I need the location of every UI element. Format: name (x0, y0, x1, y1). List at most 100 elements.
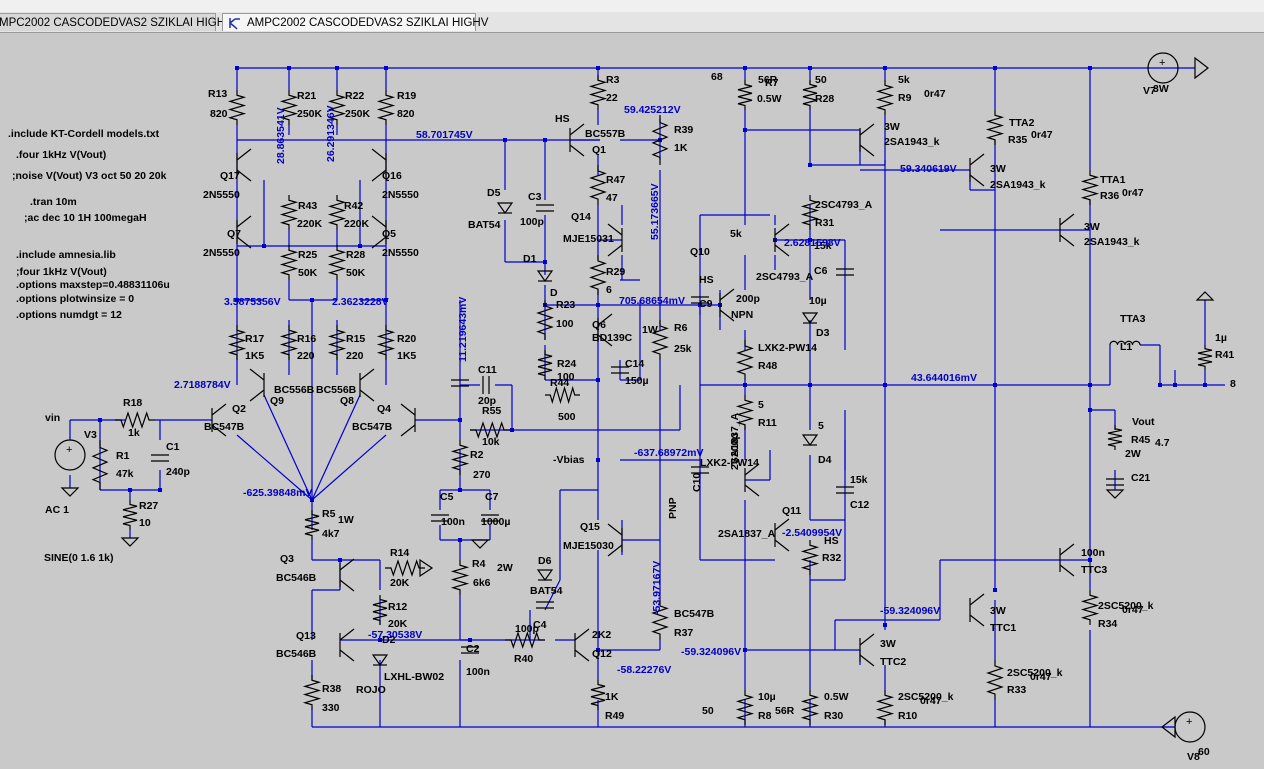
capacitor-symbol[interactable] (536, 601, 554, 609)
resistor-symbol[interactable] (1080, 590, 1100, 625)
resistor-symbol[interactable] (376, 325, 396, 360)
resistor-symbol[interactable] (875, 690, 895, 725)
resistor-symbol[interactable] (122, 500, 138, 530)
resistor-symbol[interactable] (737, 80, 753, 110)
resistor-symbol[interactable] (450, 560, 470, 595)
pnp-transistor-symbol[interactable] (859, 123, 875, 157)
resistor-symbol[interactable] (279, 245, 299, 280)
resistor-symbol[interactable] (589, 165, 607, 205)
resistor-symbol[interactable] (1197, 345, 1213, 370)
resistor-symbol[interactable] (588, 75, 608, 110)
voltage-source-symbol[interactable]: + (54, 439, 86, 471)
voltage-source-symbol[interactable]: + (1147, 52, 1179, 84)
capacitor-symbol[interactable] (536, 204, 554, 212)
npn-transistor-symbol[interactable] (607, 223, 623, 257)
tab-schematic-2[interactable]: AMPC2002 CASCODEDVAS2 SZIKLAI HIGHV (222, 13, 488, 31)
npn-transistor-symbol[interactable] (719, 288, 735, 322)
resistor-symbol[interactable] (304, 510, 320, 540)
resistor-symbol[interactable] (875, 80, 895, 115)
resistor-symbol[interactable] (279, 195, 299, 230)
tab-schematic-1[interactable]: MPC2002 CASCODEDVAS2 SZIKLAI HIGHV (0, 13, 233, 31)
pnp-transistor-symbol[interactable] (249, 368, 265, 402)
npn-transistor-symbol[interactable] (774, 223, 790, 257)
resistor-symbol[interactable] (327, 325, 347, 360)
inductor-symbol[interactable] (1109, 340, 1141, 346)
capacitor-symbol[interactable] (151, 454, 169, 462)
resistor-symbol[interactable] (985, 110, 1005, 145)
pnp-transistor-symbol[interactable] (359, 368, 375, 402)
resistor-symbol[interactable] (302, 675, 322, 710)
resistor-symbol[interactable] (279, 325, 299, 360)
npn-transistor-symbol[interactable] (607, 523, 623, 557)
resistor-symbol[interactable] (327, 195, 347, 230)
npn-transistor-symbol[interactable] (236, 148, 252, 182)
diode-symbol[interactable] (536, 270, 554, 283)
capacitor-symbol[interactable] (836, 268, 854, 276)
schematic[interactable]: +++ .include KT-Cordell models.txt.four … (0, 33, 1264, 764)
diode-symbol[interactable] (801, 312, 819, 325)
diode-symbol[interactable] (536, 569, 554, 582)
capacitor-symbol[interactable] (481, 514, 499, 522)
resistor-symbol[interactable] (115, 411, 155, 429)
npn-transistor-symbol[interactable] (400, 403, 416, 437)
resistor-symbol[interactable] (589, 255, 607, 295)
resistor-symbol[interactable] (227, 90, 247, 125)
resistor-symbol[interactable] (376, 90, 396, 125)
resistor-symbol[interactable] (327, 90, 347, 125)
resistor-symbol[interactable] (800, 195, 820, 230)
diode-symbol[interactable] (371, 654, 389, 667)
npn-transistor-symbol[interactable] (339, 558, 355, 592)
capacitor-symbol[interactable] (611, 366, 629, 374)
resistor-symbol[interactable] (651, 600, 669, 640)
npn-transistor-symbol[interactable] (574, 628, 590, 662)
resistor-symbol[interactable] (736, 340, 754, 380)
resistor-symbol[interactable] (800, 690, 820, 725)
resistor-symbol[interactable] (537, 350, 553, 380)
capacitor-symbol[interactable] (451, 379, 469, 387)
resistor-symbol[interactable] (470, 421, 510, 439)
resistor-symbol[interactable] (590, 680, 606, 710)
resistor-symbol[interactable] (279, 90, 299, 125)
npn-transistor-symbol[interactable] (371, 148, 387, 182)
npn-transistor-symbol[interactable] (597, 313, 613, 347)
resistor-symbol[interactable] (735, 395, 755, 430)
resistor-symbol[interactable] (545, 385, 580, 405)
pnp-transistor-symbol[interactable] (569, 123, 585, 157)
resistor-symbol[interactable] (651, 320, 669, 360)
npn-transistor-symbol[interactable] (371, 215, 387, 249)
pnp-transistor-symbol[interactable] (1059, 213, 1075, 247)
npn-transistor-symbol[interactable] (339, 628, 355, 662)
pnp-transistor-symbol[interactable] (744, 463, 760, 497)
voltage-source-symbol[interactable]: + (1174, 711, 1206, 743)
resistor-symbol[interactable] (372, 595, 388, 625)
capacitor-symbol[interactable] (482, 376, 490, 394)
resistor-symbol[interactable] (91, 440, 109, 490)
npn-transistor-symbol[interactable] (859, 633, 875, 667)
capacitor-symbol[interactable] (1106, 478, 1124, 486)
npn-transistor-symbol[interactable] (211, 403, 227, 437)
resistor-symbol[interactable] (802, 80, 818, 110)
resistor-symbol[interactable] (505, 631, 545, 649)
npn-transistor-symbol[interactable] (774, 518, 790, 552)
pnp-transistor-symbol[interactable] (969, 153, 985, 187)
capacitor-symbol[interactable] (691, 296, 709, 304)
npn-transistor-symbol[interactable] (969, 593, 985, 627)
resistor-symbol[interactable] (536, 300, 554, 340)
capacitor-symbol[interactable] (691, 466, 709, 474)
resistor-symbol[interactable] (327, 245, 347, 280)
diode-symbol[interactable] (801, 434, 819, 447)
npn-transistor-symbol[interactable] (236, 215, 252, 249)
resistor-symbol[interactable] (735, 690, 755, 725)
capacitor-symbol[interactable] (461, 646, 479, 654)
resistor-symbol[interactable] (1107, 425, 1123, 450)
resistor-symbol[interactable] (1080, 170, 1100, 205)
capacitor-symbol[interactable] (836, 486, 854, 494)
schematic-canvas[interactable]: +++ .include KT-Cordell models.txt.four … (0, 33, 1264, 764)
resistor-symbol[interactable] (651, 115, 669, 165)
resistor-symbol[interactable] (227, 325, 247, 360)
resistor-symbol[interactable] (986, 660, 1004, 700)
npn-transistor-symbol[interactable] (1059, 543, 1075, 577)
diode-symbol[interactable] (496, 202, 514, 215)
resistor-symbol[interactable] (450, 440, 470, 475)
resistor-symbol[interactable] (800, 540, 820, 575)
